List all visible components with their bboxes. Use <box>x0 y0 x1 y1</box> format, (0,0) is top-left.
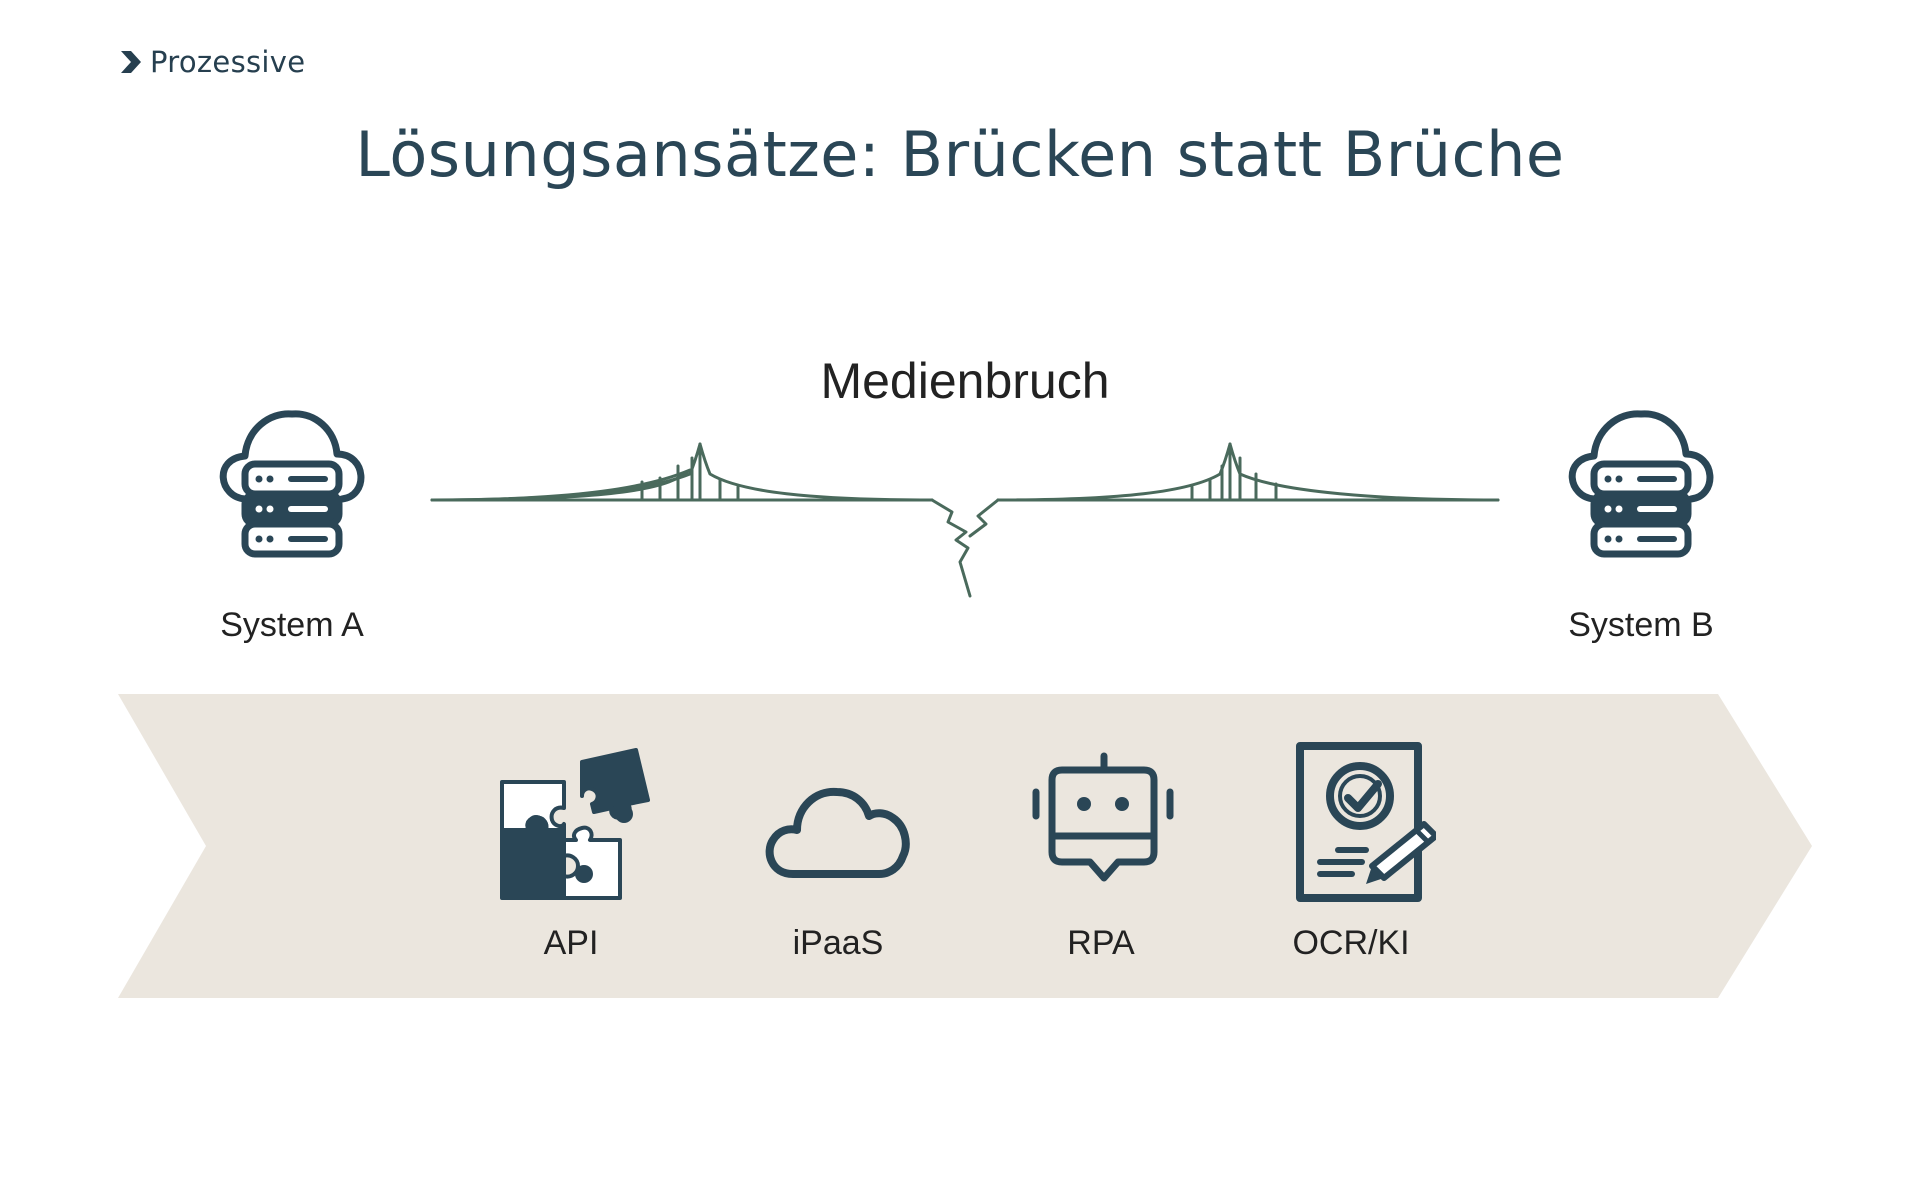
cloud-server-icon <box>219 410 365 558</box>
break-label: Medienbruch <box>820 353 1110 409</box>
system-a-label: System A <box>220 606 364 644</box>
chevron-right-icon <box>118 49 144 75</box>
system-b-label: System B <box>1568 606 1714 644</box>
process-arrow-band <box>118 694 1812 998</box>
page-title: Lösungsansätze: Brücken statt Brüche <box>355 118 1565 191</box>
puzzle-icon <box>500 748 650 900</box>
cloud-icon <box>765 787 910 878</box>
logo-text: Prozessive <box>150 45 306 79</box>
system-b: System B <box>1541 404 1741 645</box>
tool-api: API <box>471 740 671 962</box>
document-check-icon <box>1296 742 1436 902</box>
tool-rpa: RPA <box>1001 740 1201 962</box>
tool-ipaas-label: iPaaS <box>792 924 884 962</box>
broken-bridge-icon <box>430 442 1500 598</box>
cloud-server-icon <box>1568 410 1714 558</box>
tool-ocr: OCR/KI <box>1251 740 1451 962</box>
robot-icon <box>1032 752 1174 882</box>
tool-api-label: API <box>543 924 599 962</box>
tool-ocr-label: OCR/KI <box>1292 924 1410 962</box>
logo[interactable]: Prozessive <box>118 44 305 80</box>
tool-rpa-label: RPA <box>1067 924 1135 962</box>
tool-ipaas: iPaaS <box>738 740 938 962</box>
system-a: System A <box>192 404 392 645</box>
